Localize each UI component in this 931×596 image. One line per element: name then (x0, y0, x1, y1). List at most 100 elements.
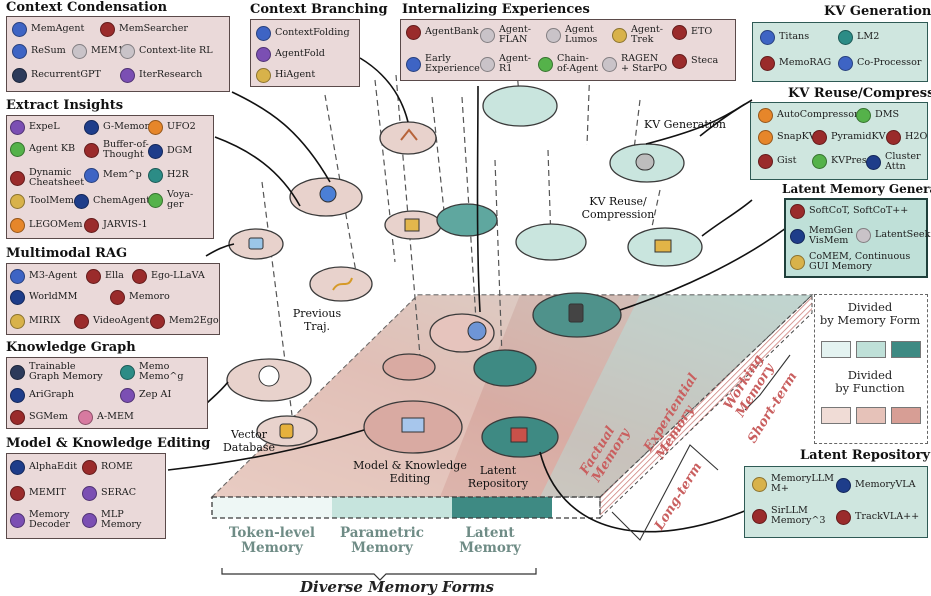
university-crest-icon (10, 460, 25, 475)
panel-latent-memory-generation: Latent Memory Generation SoftCoT, SoftCo… (776, 182, 931, 278)
university-crest-icon (86, 269, 101, 284)
panel-item-label: PyramidKV (831, 131, 886, 143)
university-seal-icon (760, 56, 775, 71)
panel-item-label: VideoAgent (93, 315, 150, 327)
university-seal-icon (546, 27, 561, 43)
university-seal-icon (836, 510, 851, 525)
database-icon (279, 423, 294, 439)
panel-item: MemSearcher (100, 22, 188, 37)
panel-kv-reuse: KV Reuse/Compression AutoCompressorDMSSn… (750, 84, 931, 180)
panel-item: Agent- R1 (480, 53, 531, 74)
panel-item: JARVIS-1 (84, 218, 148, 233)
university-seal-icon (74, 314, 89, 329)
university-seal-icon (82, 486, 97, 501)
panel-item: Chain- of-Agent (538, 53, 598, 74)
panel-item-label: A-MEM (97, 411, 134, 423)
panel-item: SnapKV (758, 130, 816, 145)
scene-label-latent-repository: Latent Repository (467, 464, 529, 490)
panel-title: Model & Knowledge Editing (6, 436, 211, 451)
university-crest-icon (256, 68, 271, 83)
panel-item-label: TrackVLA++ (855, 511, 920, 523)
ellipse-icons (248, 128, 672, 443)
panel-title: KV Generation (824, 4, 931, 19)
front-parametric (332, 497, 452, 518)
panel-item: SERAC (82, 486, 136, 501)
panel-item: Early Experience (406, 53, 480, 75)
university-seal-icon (752, 508, 767, 524)
university-crest-icon (790, 228, 805, 244)
network-icon (258, 365, 280, 387)
panel-item: Gist (758, 154, 797, 169)
panel-item: ToolMem (10, 194, 74, 209)
panel-item-label: MemoRAG (779, 57, 832, 69)
ellipse-latent-mid (515, 223, 587, 261)
google-logo-icon (760, 30, 775, 45)
arrow-to-extract-insights (214, 136, 301, 207)
mit-logo-icon (82, 460, 97, 475)
university-seal-icon (672, 25, 687, 40)
ellipse-context-branch (379, 121, 437, 155)
panel-item-label: Agent- FLAN (499, 24, 532, 46)
panel-item: MemAgent (12, 22, 84, 37)
front-outline (211, 496, 601, 519)
panel-item: MemGen VisMem (790, 225, 853, 246)
panel-item: ChemAgent (74, 194, 150, 209)
legend: Divided by Memory Form Divided by Functi… (814, 294, 928, 444)
microsoft-logo-icon (10, 218, 25, 233)
panel-item: DGM (148, 144, 192, 159)
panel-item-label: SGMem (29, 411, 68, 423)
university-seal-icon (120, 44, 135, 59)
panel-item: WorldMM (10, 290, 77, 305)
panel-item-label: WorldMM (29, 291, 78, 303)
university-crest-icon (758, 108, 773, 123)
panel-title: KV Reuse/Compression (788, 86, 931, 101)
panel-item: Co-Processor (838, 56, 921, 71)
front-token (212, 497, 332, 518)
panel-item-label: M3-Agent (29, 270, 77, 282)
university-crest-icon (612, 27, 627, 43)
panel-item: Cluster Attn (866, 151, 921, 173)
panel-item-label: Early Experience (425, 53, 480, 75)
panel-item-label: Cluster Attn (885, 151, 921, 173)
huawei-logo-icon (150, 314, 165, 329)
university-seal-icon (602, 56, 617, 72)
arrow-kv-gen-loop (645, 103, 746, 145)
panel-item: AgentFold (256, 47, 325, 62)
panel-item: Agent- Trek (612, 24, 663, 45)
bird-logo-icon (120, 68, 135, 83)
panel-item: ContextFolding (256, 26, 350, 41)
panel-item: Ella (86, 269, 124, 284)
eth-logo-icon (12, 68, 27, 83)
panel-item-label: Memoro (129, 291, 170, 303)
ellipse-latent-param (473, 349, 537, 387)
arrow-to-internalizing (476, 85, 481, 313)
zep-logo-icon (120, 388, 135, 403)
nvidia-logo-icon (812, 154, 827, 169)
panel-item: AgentBank (406, 25, 479, 40)
mountain-logo-icon (480, 27, 495, 43)
oppo-logo-icon (538, 56, 553, 72)
panel-item: H2O (886, 130, 927, 145)
legend-form-swatch-1 (821, 341, 851, 358)
panel-item-label: IterResearch (139, 69, 203, 81)
panel-item-label: LatentSeek (875, 229, 931, 241)
panel-item: RecurrentGPT (12, 68, 101, 83)
panel-item: RAGEN + StarPO (602, 53, 667, 74)
panel-title: Latent Repository (800, 448, 930, 463)
panel-item-label: LEGOMem (29, 219, 83, 231)
panel-item-label: CoMEM, Continuous GUI Memory (809, 251, 911, 273)
branch-icon (400, 128, 418, 141)
panel-item: Dynamic Cheatsheet (10, 167, 84, 188)
gear-icon (635, 153, 655, 171)
panel-item: MEMIT (10, 486, 66, 501)
panel-item-label: Agent KB (29, 143, 76, 155)
panel-item: ROME (82, 460, 133, 475)
university-crest-icon (132, 269, 147, 284)
scene-label-model-editing: Model & Knowledge Editing (353, 459, 467, 485)
arrow-to-multimodal (205, 243, 235, 257)
